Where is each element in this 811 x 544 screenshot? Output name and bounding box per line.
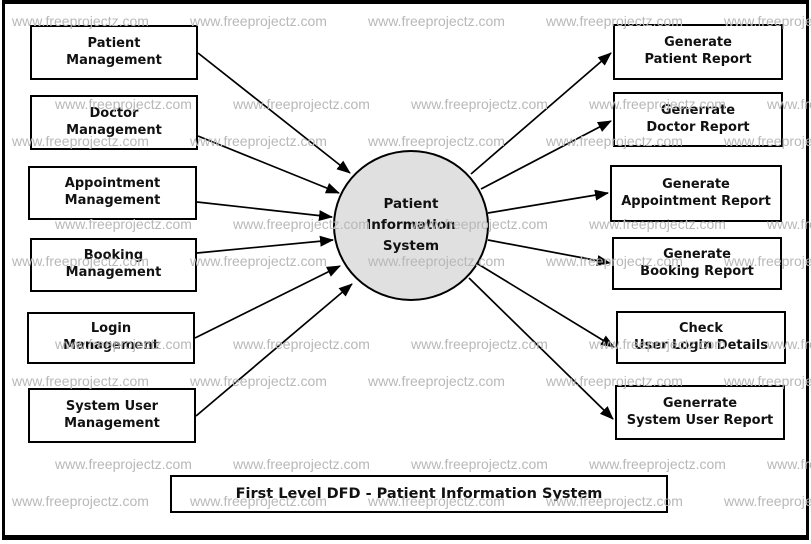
entity-login-management: Login Management bbox=[27, 312, 195, 364]
entity-patient-management: Patient Management bbox=[30, 25, 198, 80]
flow-booking-management-to-process bbox=[196, 235, 334, 254]
flow-process-to-system-user-report bbox=[468, 277, 614, 420]
entity-check-user-login-details: Check User Login Details bbox=[616, 311, 786, 364]
flow-doctor-management-to-process bbox=[197, 135, 340, 194]
flow-system-user-management-to-process bbox=[195, 283, 353, 417]
entity-booking-management: Booking Management bbox=[30, 238, 197, 292]
entity-doctor-management: Doctor Management bbox=[30, 95, 198, 150]
entity-generate-doctor-report: Generrate Doctor Report bbox=[613, 92, 783, 147]
diagram-title-box: First Level DFD - Patient Information Sy… bbox=[170, 475, 668, 513]
entity-appointment-management: Appointment Management bbox=[28, 166, 197, 220]
entity-generate-system-user-report: Generrate System User Report bbox=[615, 385, 785, 440]
entity-generate-patient-report: Generate Patient Report bbox=[613, 24, 783, 80]
flow-process-to-doctor-report bbox=[480, 120, 612, 190]
entity-generate-appointment-report: Generate Appointment Report bbox=[610, 165, 782, 222]
process-patient-information-system: Patient Information System bbox=[333, 150, 489, 301]
flow-process-to-user-login-details bbox=[477, 263, 615, 348]
flow-login-management-to-process bbox=[194, 265, 341, 339]
diagram-title: First Level DFD - Patient Information Sy… bbox=[235, 486, 603, 502]
flow-patient-management-to-process bbox=[197, 52, 351, 174]
entity-system-user-management: System User Management bbox=[28, 388, 196, 443]
flow-process-to-appointment-report bbox=[487, 189, 609, 214]
entity-generate-booking-report: Generate Booking Report bbox=[612, 237, 782, 290]
flow-appointment-management-to-process bbox=[196, 201, 333, 222]
flow-process-to-booking-report bbox=[487, 239, 611, 266]
flow-process-to-patient-report bbox=[470, 52, 612, 175]
